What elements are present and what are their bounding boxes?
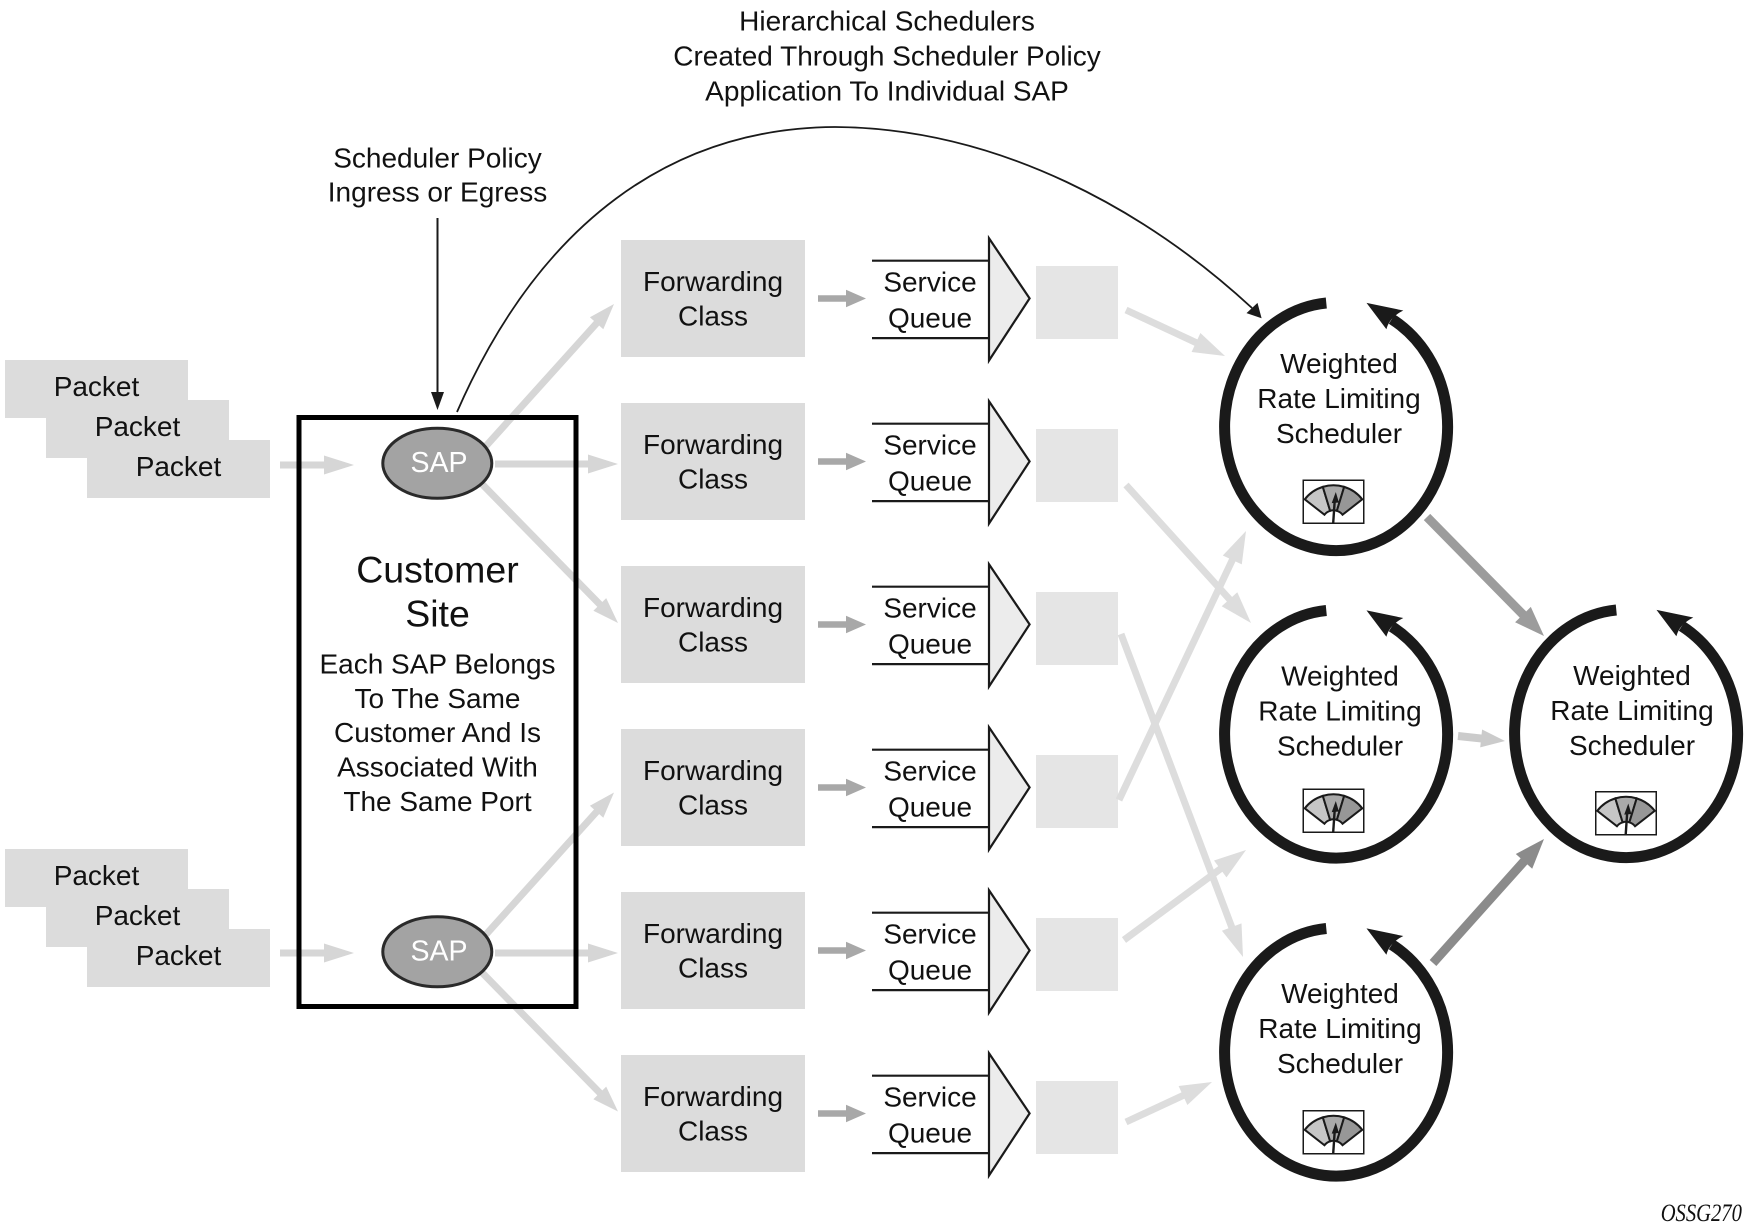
svg-text:Rate Limiting: Rate Limiting xyxy=(1258,1013,1421,1044)
svg-text:Service: Service xyxy=(883,919,976,950)
svg-text:Packet: Packet xyxy=(136,451,222,482)
svg-text:Service: Service xyxy=(883,1082,976,1113)
svg-text:Queue: Queue xyxy=(888,629,972,660)
svg-text:Queue: Queue xyxy=(888,1118,972,1149)
svg-text:Class: Class xyxy=(678,301,748,332)
svg-text:Weighted: Weighted xyxy=(1281,978,1399,1009)
svg-text:Site: Site xyxy=(405,593,470,635)
svg-text:Class: Class xyxy=(678,1116,748,1147)
svg-text:Associated With: Associated With xyxy=(337,752,538,783)
svg-text:Service: Service xyxy=(883,267,976,298)
svg-text:Hierarchical Schedulers: Hierarchical Schedulers xyxy=(739,5,1035,36)
svg-text:Scheduler: Scheduler xyxy=(1277,731,1403,762)
svg-text:Each SAP Belongs: Each SAP Belongs xyxy=(319,648,555,679)
svg-text:OSSG270: OSSG270 xyxy=(1661,1200,1743,1227)
svg-text:Packet: Packet xyxy=(54,371,140,402)
svg-text:Class: Class xyxy=(678,627,748,658)
svg-text:Packet: Packet xyxy=(136,940,222,971)
svg-text:Scheduler: Scheduler xyxy=(1276,418,1402,449)
svg-text:Forwarding: Forwarding xyxy=(643,918,783,949)
svg-text:Forwarding: Forwarding xyxy=(643,755,783,786)
svg-text:Application To Individual SAP: Application To Individual SAP xyxy=(705,76,1069,107)
svg-text:Packet: Packet xyxy=(54,860,140,891)
svg-text:Class: Class xyxy=(678,464,748,495)
svg-text:The Same Port: The Same Port xyxy=(343,786,532,817)
svg-text:SAP: SAP xyxy=(410,935,467,967)
svg-text:Packet: Packet xyxy=(95,411,181,442)
svg-text:Queue: Queue xyxy=(888,955,972,986)
svg-text:Service: Service xyxy=(883,430,976,461)
svg-text:Customer: Customer xyxy=(356,549,519,591)
svg-text:Service: Service xyxy=(883,756,976,787)
svg-text:Forwarding: Forwarding xyxy=(643,1081,783,1112)
svg-text:Class: Class xyxy=(678,790,748,821)
svg-text:Ingress or Egress: Ingress or Egress xyxy=(328,177,547,208)
svg-text:Scheduler: Scheduler xyxy=(1569,730,1695,761)
svg-text:To The Same: To The Same xyxy=(354,683,520,714)
svg-text:SAP: SAP xyxy=(410,447,467,479)
svg-text:Scheduler: Scheduler xyxy=(1277,1048,1403,1079)
svg-text:Scheduler Policy: Scheduler Policy xyxy=(333,142,542,173)
svg-text:Weighted: Weighted xyxy=(1280,348,1398,379)
svg-text:Forwarding: Forwarding xyxy=(643,266,783,297)
svg-text:Service: Service xyxy=(883,593,976,624)
svg-text:Customer And Is: Customer And Is xyxy=(334,717,541,748)
svg-text:Rate Limiting: Rate Limiting xyxy=(1258,696,1421,727)
svg-text:Queue: Queue xyxy=(888,792,972,823)
svg-text:Weighted: Weighted xyxy=(1573,660,1691,691)
svg-text:Rate Limiting: Rate Limiting xyxy=(1257,383,1420,414)
svg-text:Rate Limiting: Rate Limiting xyxy=(1550,695,1713,726)
svg-text:Class: Class xyxy=(678,953,748,984)
svg-text:Forwarding: Forwarding xyxy=(643,429,783,460)
svg-text:Packet: Packet xyxy=(95,900,181,931)
svg-text:Queue: Queue xyxy=(888,303,972,334)
svg-text:Forwarding: Forwarding xyxy=(643,592,783,623)
svg-text:Created Through Scheduler Poli: Created Through Scheduler Policy xyxy=(673,41,1101,72)
svg-text:Queue: Queue xyxy=(888,466,972,497)
svg-text:Weighted: Weighted xyxy=(1281,661,1399,692)
